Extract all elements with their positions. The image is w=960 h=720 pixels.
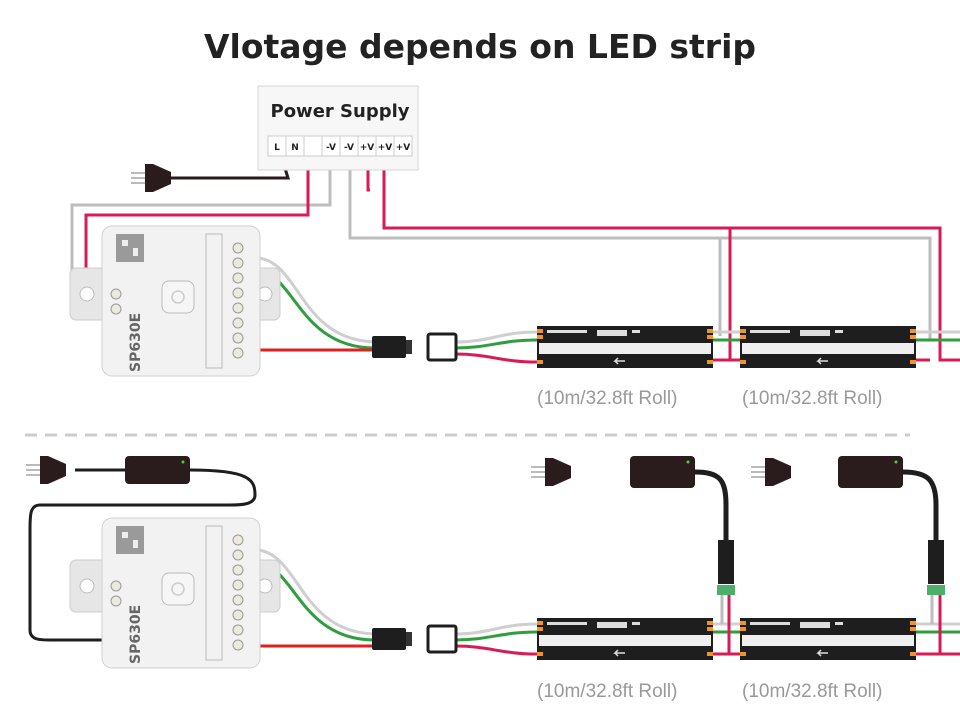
- ac-plug-icon: [26, 456, 66, 484]
- roll-label: (10m/32.8ft Roll): [537, 388, 677, 409]
- led-strip: [739, 617, 917, 661]
- controller-bottom: SP630E: [69, 517, 281, 669]
- power-supply: Power Supply L N -V -V +V +V +V: [257, 85, 419, 171]
- led-strip: [739, 325, 917, 369]
- controller-model: SP630E: [128, 605, 144, 664]
- jst-connector: [372, 332, 458, 362]
- terminal-label: -V: [344, 143, 354, 153]
- led-strip: [536, 617, 714, 661]
- jst-connector: [372, 624, 458, 654]
- terminal-label: N: [291, 143, 299, 153]
- power-adapter: [125, 456, 190, 484]
- roll-label: (10m/32.8ft Roll): [742, 388, 882, 409]
- terminal-label: +V: [378, 143, 393, 153]
- roll-label: (10m/32.8ft Roll): [742, 681, 882, 702]
- terminal-label: -V: [326, 143, 336, 153]
- terminal-label: L: [274, 143, 280, 153]
- controller-top: SP630E: [69, 225, 281, 377]
- top-wiring: [70, 164, 960, 364]
- diagram-title: Vlotage depends on LED strip: [204, 27, 756, 66]
- ac-plug-icon: [131, 164, 171, 192]
- power-supply-label: Power Supply: [271, 101, 410, 122]
- roll-label: (10m/32.8ft Roll): [537, 681, 677, 702]
- terminal-label: +V: [360, 143, 375, 153]
- terminal-label: +V: [396, 143, 411, 153]
- strip-power-adapter: [751, 456, 945, 595]
- led-strip: [536, 325, 714, 369]
- controller-model: SP630E: [128, 313, 144, 372]
- strip-power-adapter: [531, 456, 735, 595]
